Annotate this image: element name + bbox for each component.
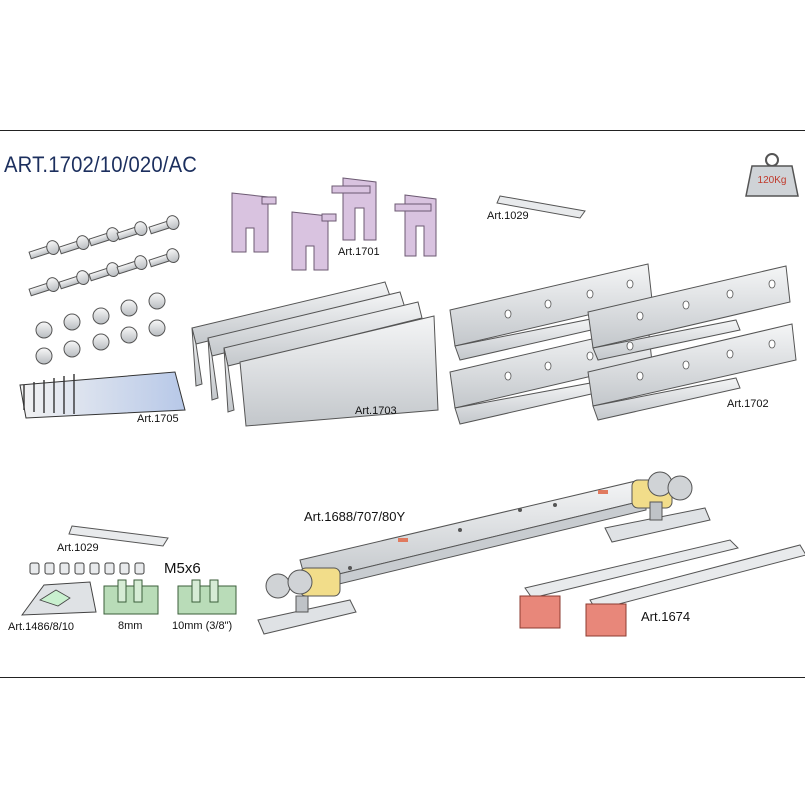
nut-set bbox=[35, 292, 166, 365]
label-art1029-bottom: Art.1029 bbox=[57, 542, 99, 554]
label-art1029-top: Art.1029 bbox=[487, 210, 529, 222]
art1705-spacers bbox=[19, 371, 186, 419]
art1029-top-strip bbox=[496, 195, 586, 219]
bottom-rule bbox=[0, 677, 805, 678]
weight-badge: 120Kg bbox=[758, 175, 787, 186]
label-8mm: 8mm bbox=[118, 620, 143, 632]
label-art1702: Art.1702 bbox=[727, 398, 769, 410]
m5x6-screws bbox=[29, 562, 145, 575]
label-m5x6: M5x6 bbox=[164, 560, 201, 577]
art1701-brackets bbox=[231, 177, 437, 271]
label-art1674: Art.1674 bbox=[641, 609, 691, 624]
bolt-set bbox=[28, 215, 180, 297]
rail-holes bbox=[504, 279, 776, 381]
art1486-guide bbox=[20, 581, 97, 616]
art1703-profiles bbox=[191, 281, 439, 427]
label-10mm: 10mm (3/8") bbox=[172, 620, 233, 632]
label-art1486: Art.1486/8/10 bbox=[8, 621, 75, 633]
weight-icon: 120Kg bbox=[745, 153, 799, 197]
label-art1705: Art.1705 bbox=[137, 413, 179, 425]
label-art1701: Art.1701 bbox=[338, 246, 380, 258]
top-rule bbox=[0, 130, 805, 131]
guide-8mm bbox=[103, 579, 159, 615]
label-art1703: Art.1703 bbox=[355, 405, 397, 417]
art1029-bottom-strip bbox=[68, 525, 169, 547]
guide-10mm bbox=[177, 579, 237, 615]
art1674-catches bbox=[519, 539, 805, 637]
label-art1688: Art.1688/707/80Y bbox=[304, 509, 406, 524]
page-title: ART.1702/10/020/AC bbox=[4, 152, 198, 177]
art1688-damper bbox=[257, 471, 711, 635]
